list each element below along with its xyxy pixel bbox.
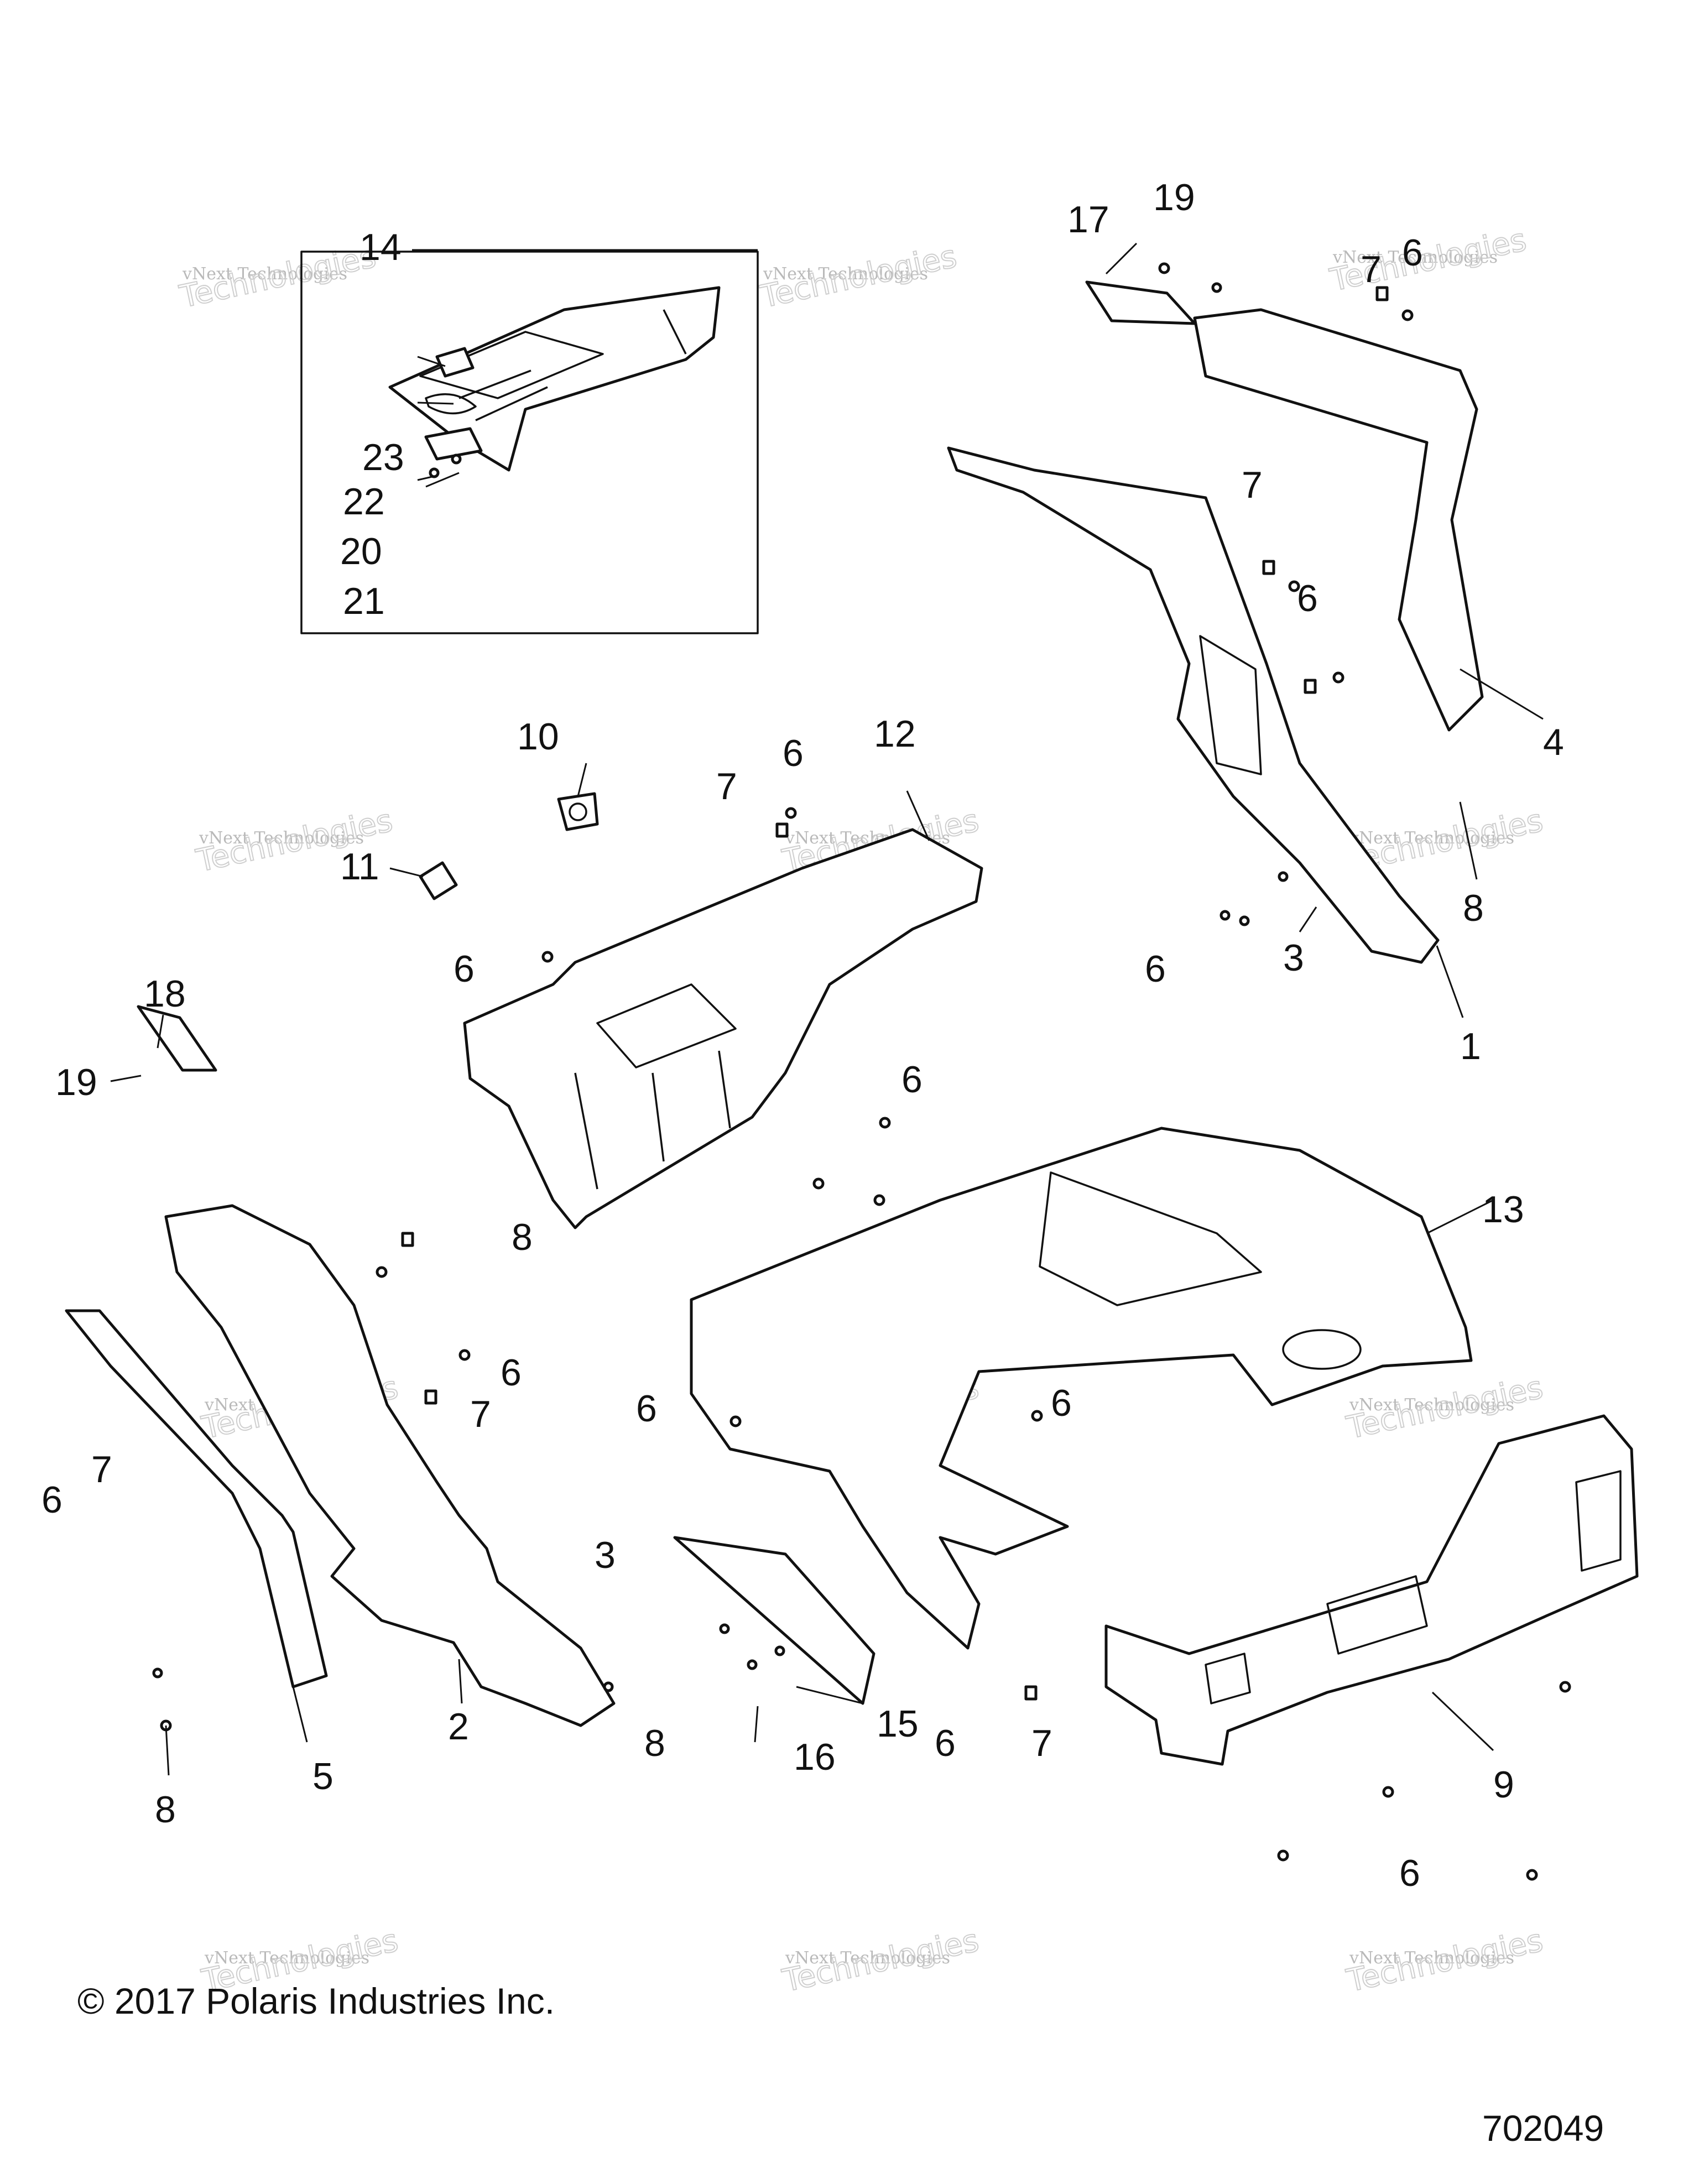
part-16-screw (719, 1623, 785, 1670)
callout-22: 22 (343, 481, 385, 523)
part-13-cargo-bed (690, 1127, 1473, 1650)
part-17-bracket (1085, 280, 1196, 325)
part-21-screw (429, 454, 462, 478)
callout-6-c: 6 (454, 948, 475, 990)
callout-21: 21 (343, 580, 385, 622)
callout-6-e: 6 (901, 1059, 923, 1101)
watermark-1: vNext Technologies Technologies (176, 238, 379, 316)
callout-7-e: 7 (1031, 1722, 1052, 1764)
callout-8-d: 8 (155, 1789, 176, 1831)
callout-5: 5 (312, 1755, 333, 1797)
watermark-12: vNext Technologies Technologies (1343, 1922, 1546, 2000)
copyright-notice: © 2017 Polaris Industries Inc. (77, 1980, 555, 2021)
part-1-right-side-panel (947, 446, 1440, 964)
callout-6-b: 6 (783, 732, 804, 774)
watermark-3: vNext Technologies Technologies (1326, 221, 1530, 299)
callout-19-top: 19 (1153, 176, 1195, 218)
callout-6-a: 6 (1297, 577, 1318, 619)
callout-14: 14 (359, 226, 402, 268)
callout-3-left: 3 (595, 1534, 616, 1576)
callout-19-left: 19 (55, 1061, 97, 1103)
svg-text:vNext Technologies: vNext Technologies (1349, 1948, 1514, 1968)
callout-8-b: 8 (512, 1216, 533, 1258)
callout-17: 17 (1067, 199, 1109, 241)
callout-3-right: 3 (1283, 937, 1304, 979)
callout-8-a: 8 (1463, 887, 1484, 929)
part-19-screw-top (1158, 262, 1222, 293)
part-4-right-fender-trim (1193, 308, 1484, 732)
diagram-reference-number: 702049 (1482, 2108, 1604, 2149)
svg-text:Technologies: Technologies (779, 1922, 982, 1999)
callout-7-c: 7 (470, 1393, 491, 1435)
callout-13: 13 (1482, 1189, 1524, 1231)
callout-9: 9 (1493, 1764, 1514, 1806)
watermark-11: vNext Technologies Technologies (779, 1922, 982, 2000)
part-23-latch (435, 347, 475, 378)
callout-7-a: 7 (1242, 464, 1263, 506)
leader-lines (110, 242, 1544, 1776)
part-5-left-outer-trim (65, 1309, 328, 1688)
callout-15: 15 (877, 1703, 919, 1745)
part-6-screw-top (1401, 309, 1414, 321)
callout-8-c: 8 (644, 1722, 665, 1764)
svg-text:vNext Technologies: vNext Technologies (1332, 248, 1498, 267)
svg-text:vNext Technologies: vNext Technologies (199, 828, 364, 848)
svg-text:Technologies: Technologies (1327, 222, 1529, 299)
svg-text:vNext Technologies: vNext Technologies (785, 1948, 950, 1968)
callout-16: 16 (794, 1736, 836, 1778)
svg-text:vNext Technologies: vNext Technologies (182, 264, 347, 284)
callout-6-j: 6 (935, 1722, 956, 1764)
part-12-rear-console (463, 828, 983, 1229)
svg-text:vNext Technologies: vNext Technologies (763, 264, 928, 284)
callout-7-d: 7 (91, 1448, 112, 1490)
callout-11: 11 (340, 846, 379, 888)
part-7-nut-top (1375, 286, 1389, 301)
part-15-plate (673, 1536, 875, 1705)
svg-text:Technologies: Technologies (1343, 1922, 1546, 1999)
svg-text:Technologies: Technologies (176, 238, 379, 315)
callout-1: 1 (1460, 1025, 1481, 1067)
callout-23: 23 (362, 436, 404, 478)
callout-7-b: 7 (716, 765, 737, 807)
part-9-tailgate (1104, 1414, 1639, 1766)
callout-6-l: 6 (1402, 232, 1423, 274)
part-2-left-side-panel (164, 1204, 616, 1727)
callout-12: 12 (874, 713, 916, 755)
watermark-9: vNext Technologies Technologies (1343, 1369, 1546, 1447)
watermark-2: vNext Technologies Technologies (757, 238, 960, 316)
svg-text:Technologies: Technologies (757, 238, 960, 315)
part-7-nuts-misc (401, 560, 1317, 1701)
callout-labels: 1 2 3 3 4 5 6 6 6 6 6 6 6 6 6 6 6 6 7 7 … (41, 176, 1564, 1894)
svg-text:vNext Technologies: vNext Technologies (204, 1948, 369, 1968)
part-6-screws-misc (376, 580, 1571, 1881)
kit-box-14 (300, 251, 759, 634)
part-10-grommet (557, 792, 599, 831)
callout-6-d: 6 (1145, 948, 1166, 990)
callout-20: 20 (340, 530, 382, 572)
callout-6-i: 6 (41, 1479, 62, 1521)
callout-6-k: 6 (1399, 1852, 1420, 1894)
part-20-plate (424, 427, 483, 461)
callout-2: 2 (448, 1706, 469, 1748)
callout-6-h: 6 (1051, 1382, 1072, 1424)
callout-6-g: 6 (636, 1388, 657, 1430)
callout-4: 4 (1543, 721, 1564, 763)
svg-text:vNext Technologies: vNext Technologies (1349, 828, 1514, 848)
callout-10: 10 (517, 716, 559, 758)
part-22-clip (425, 393, 477, 415)
part-18-bracket (137, 1005, 217, 1072)
callout-6-f: 6 (501, 1352, 522, 1394)
callout-7-f: 7 (1361, 248, 1382, 290)
svg-text:vNext Technologies: vNext Technologies (1349, 1395, 1514, 1415)
svg-text:Technologies: Technologies (1343, 1369, 1546, 1446)
part-11-grommet (419, 861, 458, 900)
callout-18: 18 (144, 973, 186, 1015)
part-3-clips-right (1219, 871, 1289, 926)
